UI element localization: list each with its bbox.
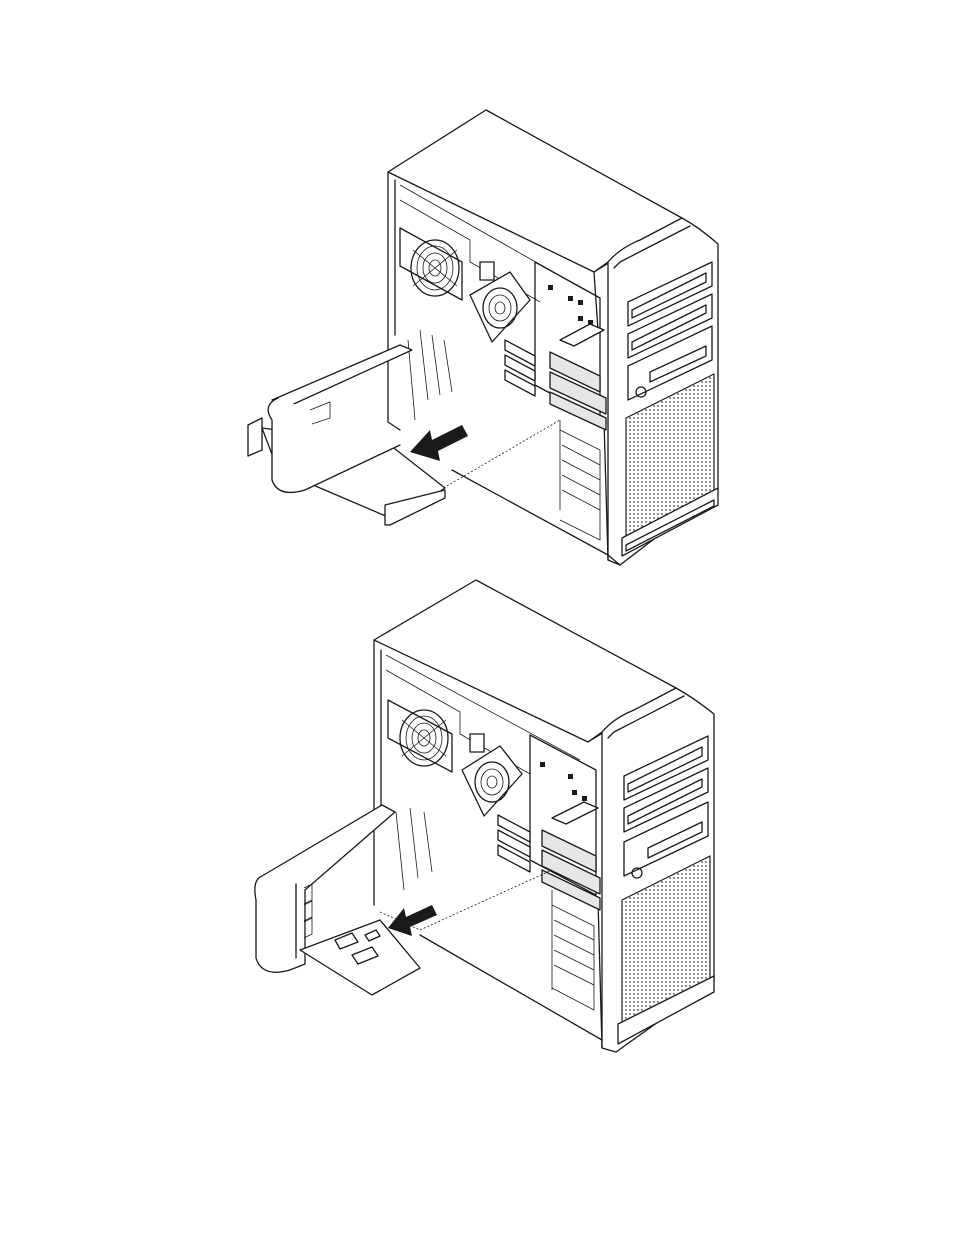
computer-tower-diagram: [240, 105, 720, 575]
pull-arrow-icon: [410, 425, 468, 461]
cpu-heatsink-icon: [462, 734, 522, 816]
cpu-heatsink-icon: [470, 262, 530, 342]
illustration-remove-expansion-card: [240, 572, 720, 1062]
front-bezel: [602, 688, 714, 1052]
pull-arrow-icon: [388, 905, 437, 936]
graphics-card: [248, 345, 445, 525]
computer-tower-diagram: [240, 572, 720, 1062]
rear-fan-icon: [400, 228, 462, 300]
rear-fan-icon: [388, 700, 452, 772]
front-bezel: [608, 218, 718, 565]
illustration-remove-graphics-card: [240, 105, 720, 575]
drive-cage: [530, 735, 600, 910]
